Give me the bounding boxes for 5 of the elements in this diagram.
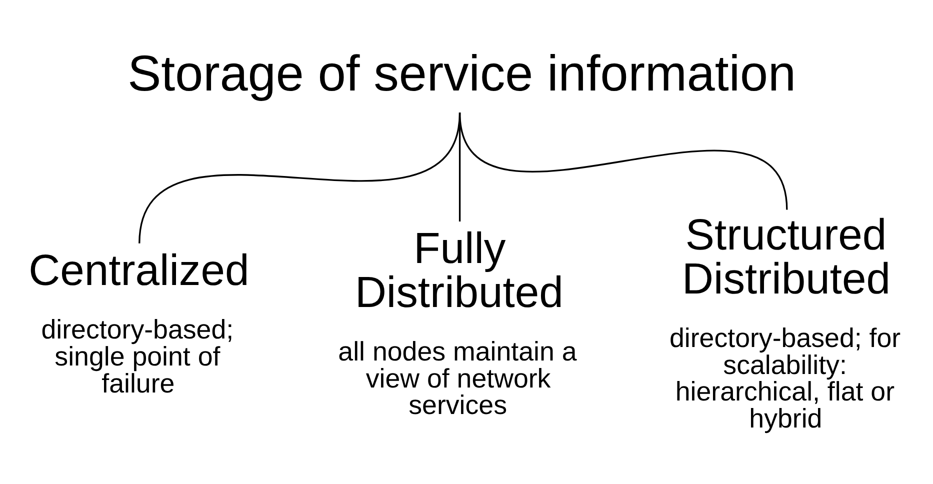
node-text: Structured Distributed directory-based; for scalability: hierarchical, flat or hybrid bbox=[669, 211, 901, 434]
connector bbox=[458, 112, 788, 210]
node-text: Storage of service information bbox=[128, 44, 796, 102]
node-text: Centralized directory-based; single point of failure bbox=[28, 246, 250, 398]
node-text: Fully Distributed all nodes maintain a view of network services bbox=[338, 224, 577, 420]
